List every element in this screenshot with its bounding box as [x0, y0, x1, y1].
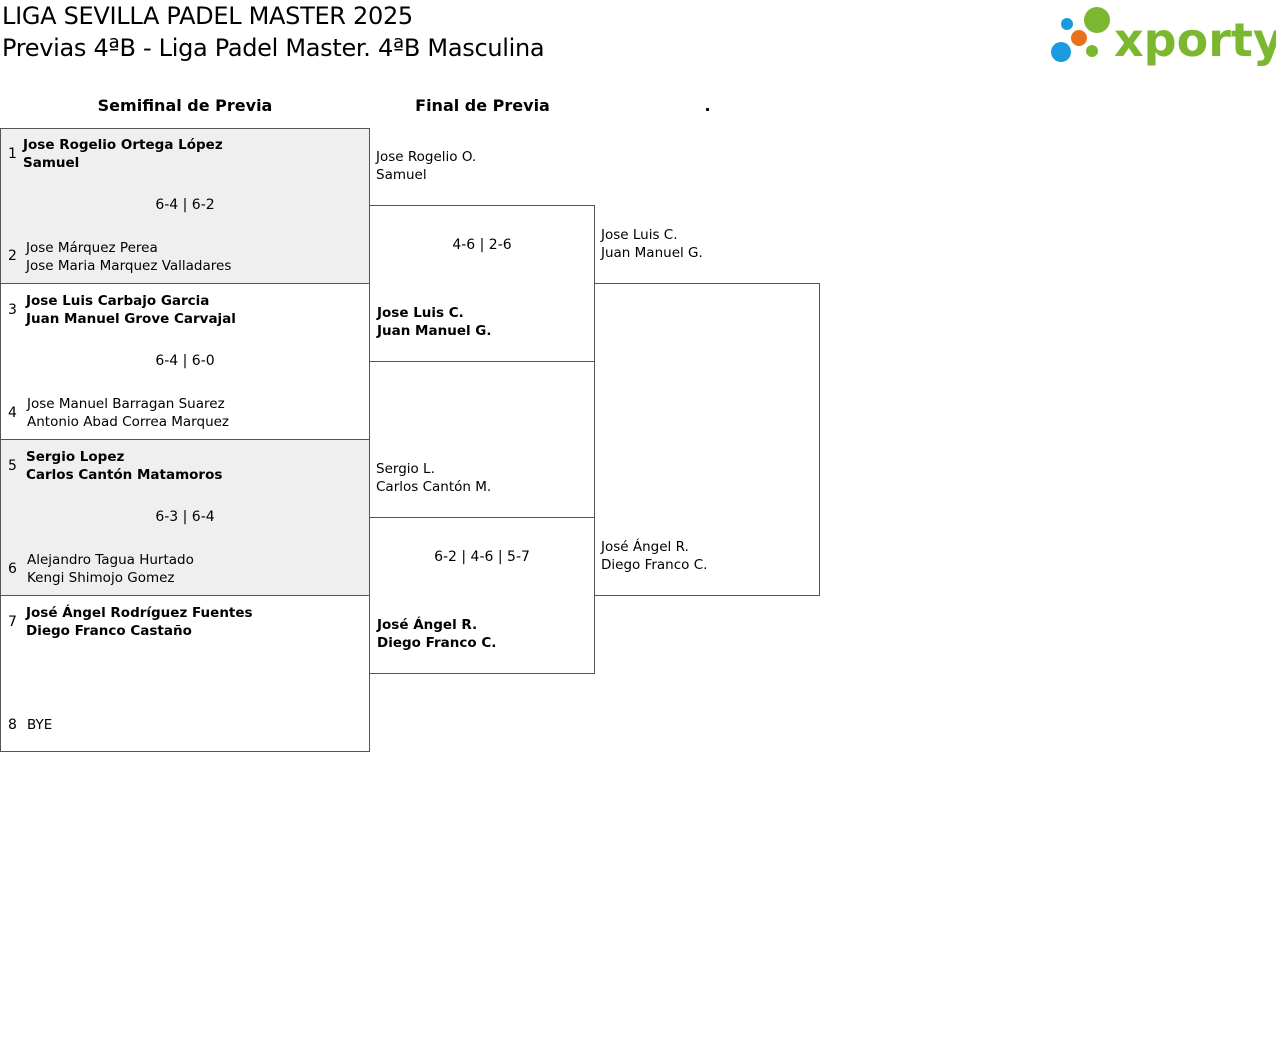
player-name: Jose Manuel Barragan Suarez [27, 396, 225, 412]
final-2-team-bottom: José Ángel R. Diego Franco C. [377, 616, 496, 652]
page-title: LIGA SEVILLA PADEL MASTER 2025 [2, 2, 413, 30]
match-score: 6-2 | 4-6 | 5-7 [434, 549, 530, 565]
semifinal-match-4: 7 José Ángel Rodríguez Fuentes Diego Fra… [0, 595, 370, 752]
team-names-bye: BYE [27, 716, 52, 734]
team-names: Jose Márquez Perea Jose Maria Marquez Va… [26, 239, 231, 275]
seed-number: 6 [8, 561, 17, 577]
player-name: José Ángel R. [601, 539, 689, 555]
player-name: Diego Franco C. [601, 557, 708, 573]
player-name: Diego Franco C. [377, 635, 497, 651]
round-header-winner: . [704, 96, 711, 115]
player-name: Samuel [376, 167, 427, 183]
player-name: BYE [27, 717, 53, 733]
semifinal-match-3: 5 Sergio Lopez Carlos Cantón Matamoros 6… [0, 439, 370, 596]
player-name: Sergio Lopez [26, 449, 125, 465]
final-2-team-top: Sergio L. Carlos Cantón M. [376, 460, 491, 496]
qualified-bracket-box [594, 283, 820, 596]
player-name: Antonio Abad Correa Marquez [27, 414, 230, 430]
seed-number: 1 [8, 146, 17, 162]
xporty-logo: xporty [1051, 7, 1276, 67]
team-names-winner: Jose Luis Carbajo Garcia Juan Manuel Gro… [26, 292, 236, 328]
seed-number: 8 [8, 717, 17, 733]
player-name: Sergio L. [376, 461, 435, 477]
qualified-team-1: Jose Luis C. Juan Manuel G. [601, 226, 703, 262]
team-names-winner: José Ángel Rodríguez Fuentes Diego Franc… [26, 604, 253, 640]
seed-number: 2 [8, 248, 17, 264]
seed-number: 4 [8, 405, 17, 421]
seed-number: 5 [8, 458, 17, 474]
match-score: 4-6 | 2-6 [452, 237, 512, 253]
player-name: Juan Manuel G. [601, 245, 703, 261]
player-name: José Ángel Rodríguez Fuentes [26, 605, 253, 621]
player-name: Jose Rogelio Ortega López [23, 137, 223, 153]
player-name: Carlos Cantón Matamoros [26, 467, 223, 483]
player-name: Jose Rogelio O. [376, 149, 477, 165]
player-name: Carlos Cantón M. [376, 479, 492, 495]
player-name: Diego Franco Castaño [26, 623, 192, 639]
final-match-1: 4-6 | 2-6 Jose Luis C. Juan Manuel G. [369, 205, 595, 362]
final-1-team-bottom: Jose Luis C. Juan Manuel G. [377, 304, 492, 340]
logo-text: xporty [1114, 13, 1276, 67]
player-name: Jose Luis C. [377, 305, 464, 321]
semifinal-match-1: 1 Jose Rogelio Ortega López Samuel 6-4 |… [0, 128, 370, 284]
match-score: 6-3 | 6-4 [155, 509, 215, 525]
semifinal-match-2: 3 Jose Luis Carbajo Garcia Juan Manuel G… [0, 283, 370, 440]
player-name: José Ángel R. [377, 617, 478, 633]
player-name: Juan Manuel G. [377, 323, 492, 339]
player-name: Jose Maria Marquez Valladares [26, 258, 232, 274]
team-names-winner: Sergio Lopez Carlos Cantón Matamoros [26, 448, 222, 484]
final-1-team-top: Jose Rogelio O. Samuel [376, 148, 476, 184]
team-names: Jose Manuel Barragan Suarez Antonio Abad… [27, 395, 229, 431]
qualified-team-2: José Ángel R. Diego Franco C. [601, 538, 707, 574]
match-score: 6-4 | 6-2 [155, 197, 215, 213]
player-name: Jose Luis C. [601, 227, 678, 243]
player-name: Kengi Shimojo Gomez [27, 570, 175, 586]
player-name: Juan Manuel Grove Carvajal [26, 311, 236, 327]
player-name: Alejandro Tagua Hurtado [27, 552, 194, 568]
seed-number: 7 [8, 614, 17, 630]
team-names: Alejandro Tagua Hurtado Kengi Shimojo Go… [27, 551, 194, 587]
page-subtitle: Previas 4ªB - Liga Padel Master. 4ªB Mas… [2, 34, 545, 62]
match-score: 6-4 | 6-0 [155, 353, 215, 369]
round-header-semifinal: Semifinal de Previa [97, 96, 273, 115]
player-name: Jose Márquez Perea [26, 240, 158, 256]
seed-number: 3 [8, 302, 17, 318]
player-name: Samuel [23, 155, 80, 171]
final-match-2: 6-2 | 4-6 | 5-7 José Ángel R. Diego Fran… [369, 517, 595, 674]
round-header-final: Final de Previa [415, 96, 550, 115]
player-name: Jose Luis Carbajo Garcia [26, 293, 210, 309]
team-names-winner: Jose Rogelio Ortega López Samuel [23, 136, 223, 172]
